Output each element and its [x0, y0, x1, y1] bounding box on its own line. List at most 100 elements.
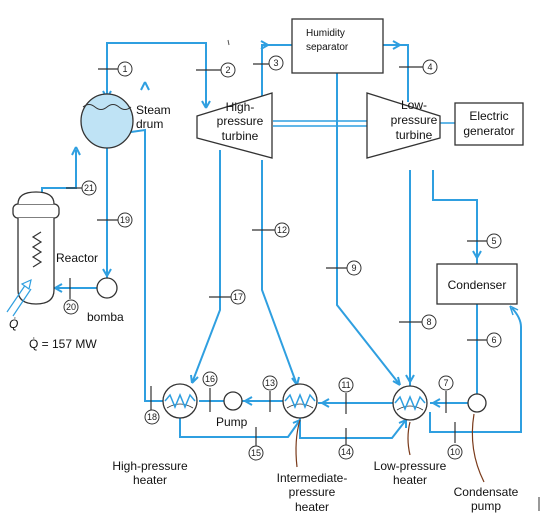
lp-heater-label-2: heater — [393, 473, 427, 487]
steam-drum-vessel — [80, 93, 134, 149]
hp-turbine-body — [196, 92, 273, 159]
state-11-marker — [338, 377, 354, 393]
stray-mark-top — [227, 39, 230, 46]
heat-input-arrow — [6, 283, 32, 317]
heat-input-equation: Q̇ = 157 MW — [29, 337, 97, 351]
state-1-marker — [117, 61, 133, 77]
arrow-to-condenser — [472, 250, 482, 259]
arrow-17 — [190, 374, 199, 384]
pipe-drain-9 — [336, 55, 401, 386]
arrow-into-hp-turbine — [201, 100, 211, 109]
state-20-label: 20 — [66, 302, 76, 312]
arrow-13 — [244, 396, 253, 406]
condensate-pump-circle — [467, 393, 487, 413]
state-9-label: 9 — [351, 263, 356, 273]
arrow-drain-condenser — [509, 305, 519, 316]
arrow-20 — [54, 283, 63, 293]
ip-heater-label-3: heater — [295, 500, 329, 514]
feed-pump-label: Pump — [216, 415, 248, 429]
hp-heater: High-pressure heater — [112, 383, 198, 487]
reactor-heating-coil — [31, 231, 43, 268]
hp-heater-coil — [164, 393, 196, 409]
electric-generator-box — [454, 102, 524, 146]
lp-heater-coil — [394, 395, 426, 411]
hp-heater-shell — [162, 383, 198, 419]
condensate-pump-label-1: Condensate — [454, 485, 519, 499]
lp-heater: Low-pressure heater — [374, 385, 447, 487]
pipe-separator-to-lp — [383, 44, 409, 102]
state-21-marker — [81, 180, 97, 196]
state-7-marker — [438, 375, 454, 391]
arrow-14 — [398, 419, 407, 428]
state-17-label: 17 — [233, 292, 243, 302]
steam-drum: Steam drum — [80, 93, 171, 149]
hp-turbine-label-3: turbine — [222, 129, 259, 143]
ip-heater: Intermediate- pressure heater — [277, 383, 347, 514]
pipe-hp-heater-to-drum — [130, 128, 163, 402]
state-10-marker — [447, 444, 463, 460]
condenser: Condenser — [436, 263, 518, 305]
state-11-label: 11 — [341, 380, 350, 390]
state-7-label: 7 — [443, 378, 448, 388]
state-5-label: 5 — [491, 236, 496, 246]
state-12-label: 12 — [277, 225, 287, 235]
ip-heater-coil — [284, 393, 316, 409]
state-8-marker — [421, 314, 437, 330]
heat-input-symbol: Q̇ — [9, 317, 18, 331]
state-6-label: 6 — [491, 335, 496, 345]
lp-heater-shell — [392, 385, 428, 421]
hp-turbine: High- pressure turbine — [196, 92, 273, 159]
state-19-label: 19 — [120, 215, 130, 225]
arrow-8 — [405, 374, 415, 383]
ip-heater-pointer — [295, 419, 301, 468]
arrow-18 — [140, 81, 150, 91]
state-9-marker — [346, 260, 362, 276]
feed-pump: Pump — [216, 391, 248, 429]
state-20-marker — [63, 299, 79, 315]
state-4-marker — [422, 59, 438, 75]
state-13-label: 13 — [265, 378, 275, 388]
electric-generator: Electric generator — [454, 102, 524, 146]
heat-input-arrowhead — [20, 278, 32, 291]
state-19-marker — [117, 212, 133, 228]
lp-heater-pointer — [407, 421, 411, 456]
bomba-label: bomba — [87, 310, 124, 324]
hp-turbine-label-1: High- — [226, 100, 255, 114]
state-3-label: 3 — [273, 58, 278, 68]
state-10-label: 10 — [450, 447, 460, 457]
state-3-marker — [268, 55, 284, 71]
state-13-marker — [262, 375, 278, 391]
pipe-drain-10 — [429, 307, 522, 433]
arrow-to-separator — [260, 40, 269, 50]
bomba-pump — [96, 277, 118, 299]
ip-heater-label-2: pressure — [289, 485, 336, 499]
pipe-lp-to-condenser — [432, 170, 478, 264]
arrow-cpump-lp — [432, 398, 441, 408]
state-15-label: 15 — [251, 448, 261, 458]
hp-heater-label-2: heater — [133, 473, 167, 487]
state-6-marker — [486, 332, 502, 348]
pipe-drain-15 — [179, 412, 301, 438]
state-21-label: 21 — [84, 183, 94, 193]
humidity-separator-label-2: separator — [306, 42, 349, 53]
arrow-19 — [102, 268, 112, 277]
lp-turbine-body — [366, 92, 441, 159]
feed-pump-circle — [223, 391, 243, 411]
lp-turbine-label-3: turbine — [396, 128, 433, 142]
state-15-marker — [248, 445, 264, 461]
pipe-drain-14 — [299, 412, 407, 439]
state-4-label: 4 — [427, 62, 432, 72]
pipe-extraction-12 — [261, 160, 298, 386]
steam-drum-water-level — [82, 104, 132, 110]
state-points: 1 2 3 4 5 6 7 8 9 10 11 12 — [63, 55, 502, 461]
pipe-hp-to-separator — [261, 44, 292, 102]
heat-input: Q̇ Q̇ = 157 MW — [6, 278, 97, 351]
state-2-marker — [220, 62, 236, 78]
arrow-21 — [71, 146, 81, 156]
ip-heater-shell — [282, 383, 318, 419]
state-17-marker — [230, 289, 246, 305]
reactor-lid — [12, 203, 60, 219]
ip-heater-water — [286, 403, 314, 409]
reactor-dome — [17, 191, 55, 205]
